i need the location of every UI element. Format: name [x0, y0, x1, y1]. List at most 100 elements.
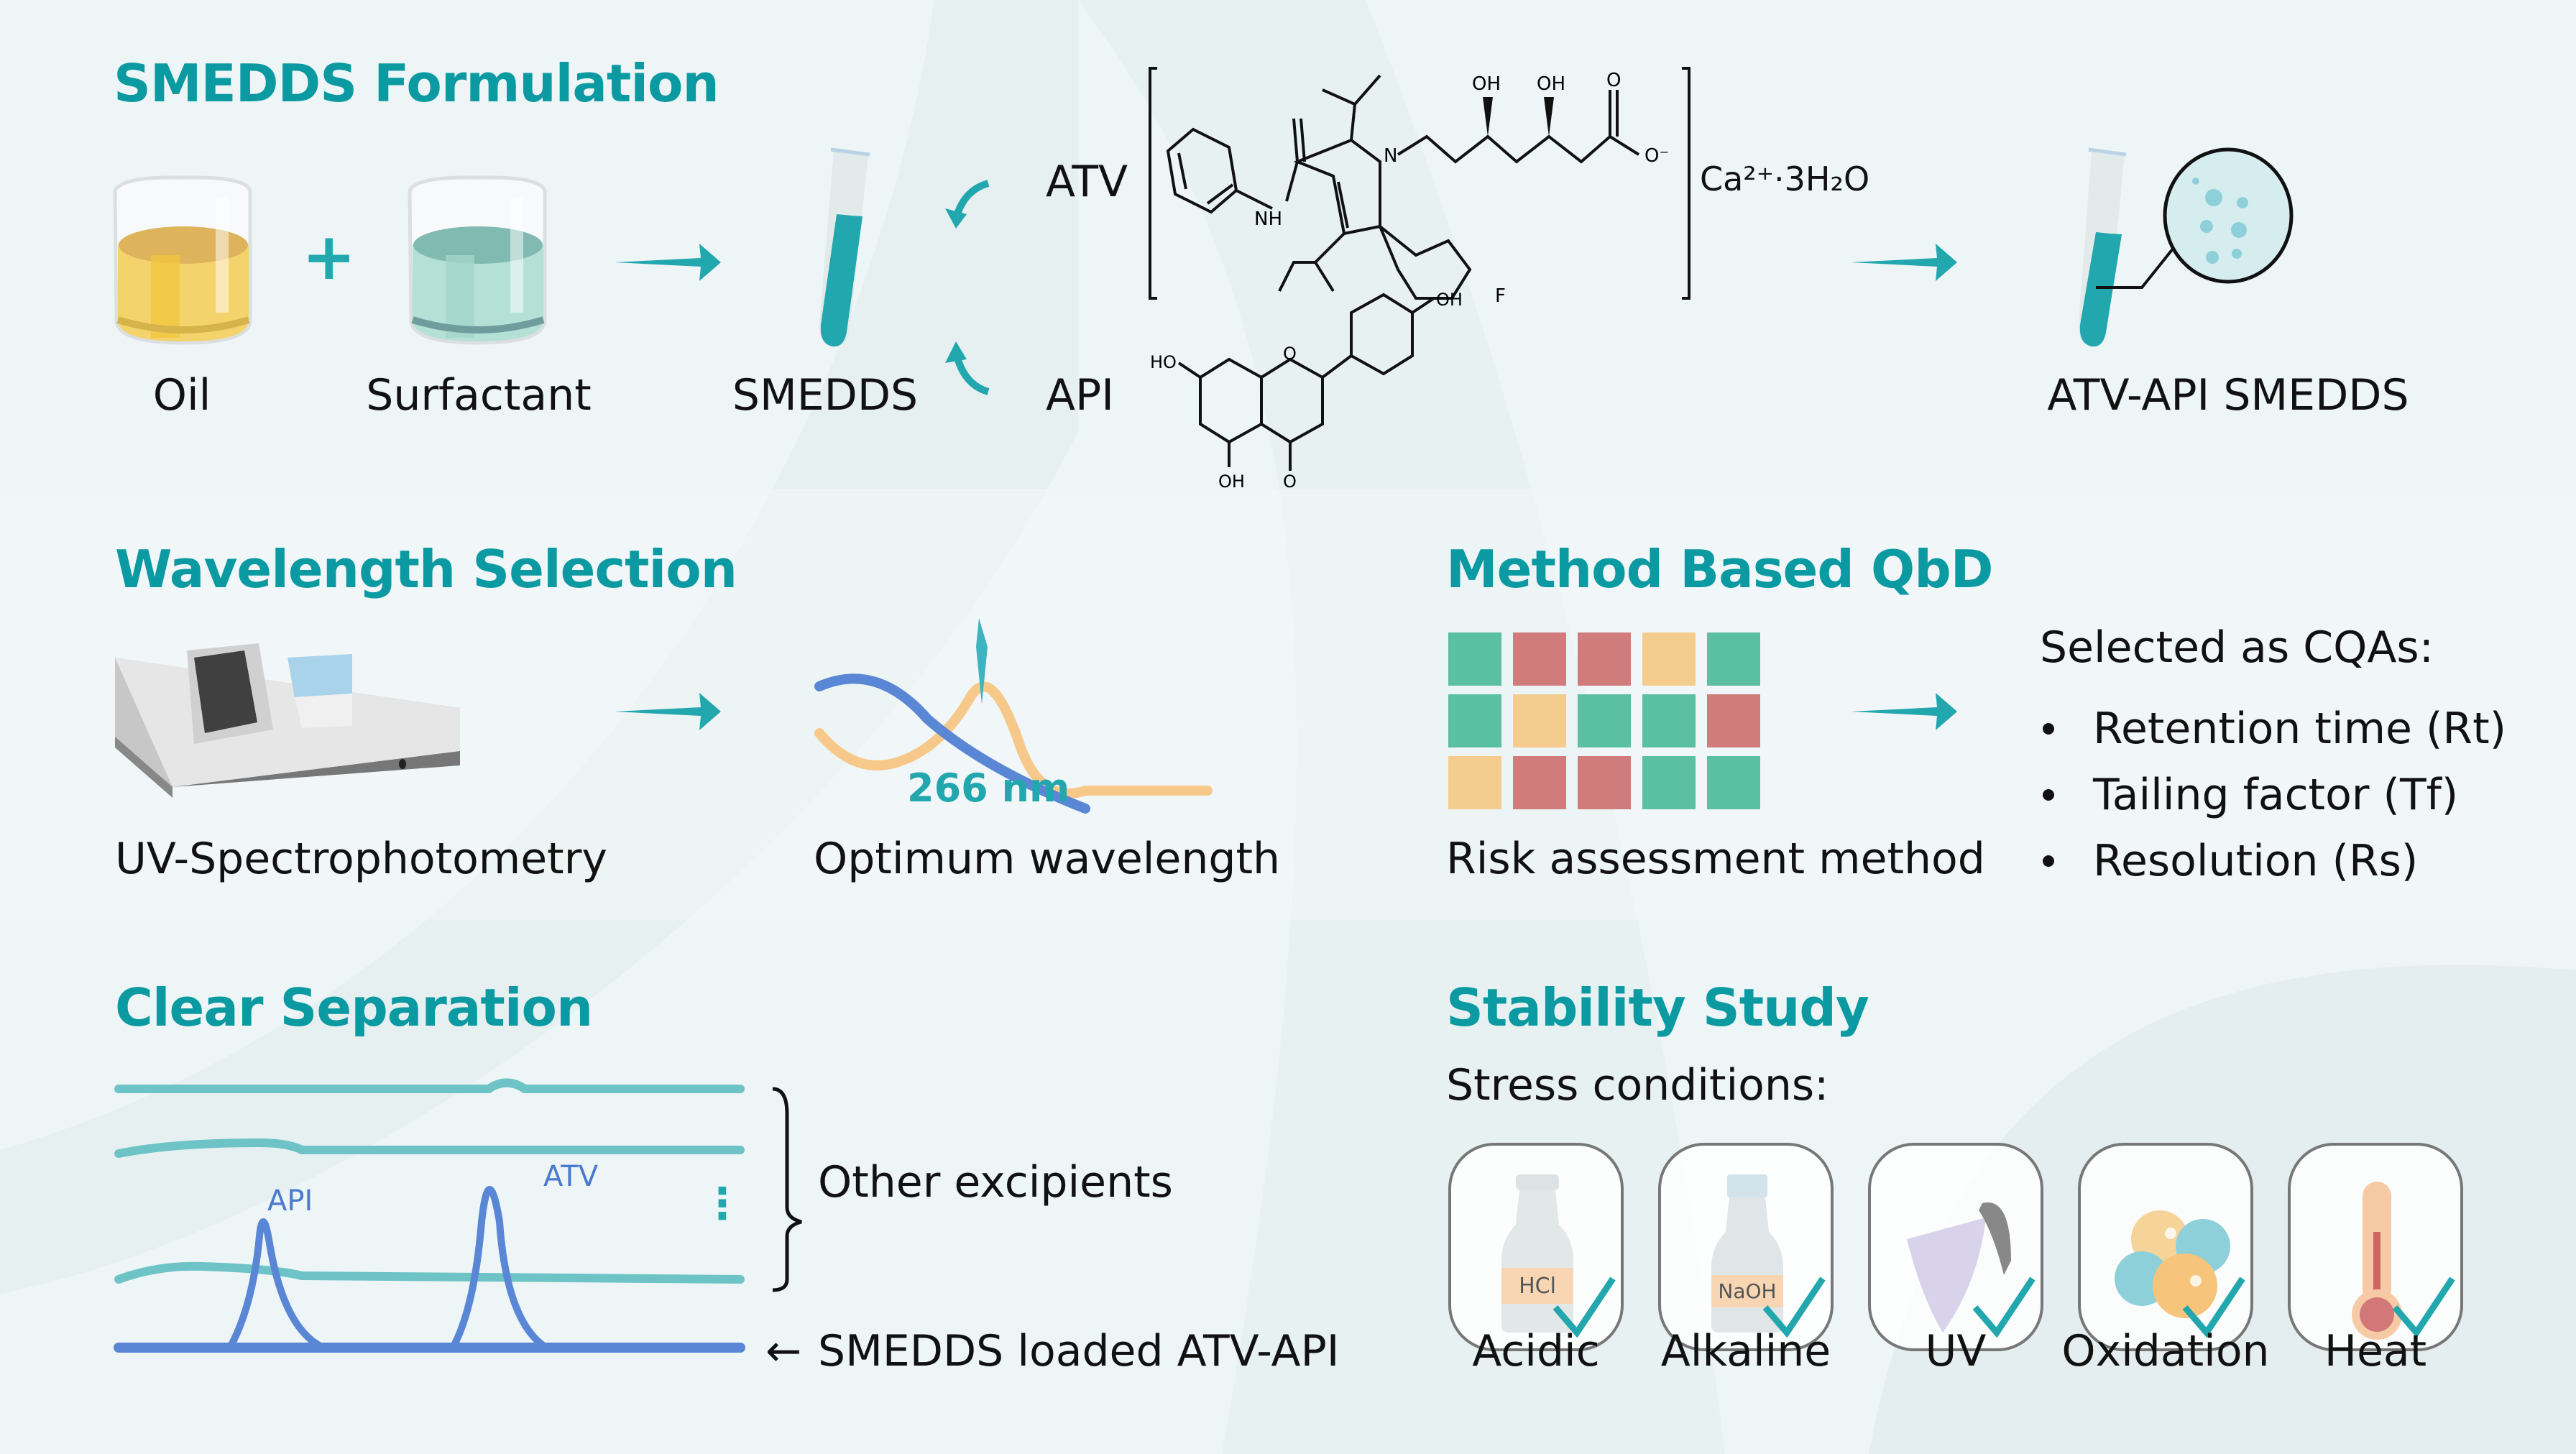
- ellipsis-icon: ⋮: [701, 1179, 744, 1229]
- excipient-trace-2: [114, 1138, 745, 1158]
- thermometer-icon: [2352, 1182, 2402, 1340]
- stability-title: Stability Study: [1446, 977, 1869, 1038]
- optimum-wavelength-label: Optimum wavelength: [814, 834, 1281, 884]
- api-atom-oh-bottom: OH: [1218, 471, 1245, 492]
- risk-cell-green: [1578, 694, 1631, 747]
- svg-text:NaOH: NaOH: [1718, 1279, 1776, 1303]
- absorbance-spectrum-icon: [814, 618, 1213, 814]
- stress-label-oxidation: Oxidation: [2061, 1326, 2270, 1376]
- uv-spectrophotometry-label: UV-Spectrophotometry: [115, 834, 607, 884]
- risk-cell-red: [1578, 756, 1631, 809]
- risk-cell-red: [1513, 632, 1566, 686]
- curved-arrow-api-icon: [945, 341, 990, 395]
- atv-atom-o: O: [1606, 70, 1621, 91]
- checkmark-icon: [1552, 1276, 1616, 1338]
- checkmark-icon: [1762, 1276, 1826, 1338]
- wavelength-title: Wavelength Selection: [115, 539, 737, 599]
- atv-atom-f: F: [1495, 285, 1506, 307]
- api-label: API: [1046, 370, 1114, 420]
- risk-cell-green: [1707, 632, 1760, 686]
- chromatogram: [114, 1078, 802, 1353]
- stress-label-uv: UV: [1925, 1326, 1987, 1376]
- stress-conditions-label: Stress conditions:: [1446, 1060, 1829, 1110]
- surfactant-beaker-icon: [408, 175, 547, 345]
- curved-arrow-atv-icon: [945, 180, 990, 229]
- plus-sign: +: [302, 219, 356, 295]
- stress-card-uv: [1868, 1143, 2043, 1351]
- qbd-title: Method Based QbD: [1446, 539, 1993, 599]
- oil-beaker-icon: [113, 175, 252, 345]
- atv-counterion: Ca²⁺·3H₂O: [1700, 160, 1870, 198]
- checkmark-icon: [2392, 1276, 2455, 1338]
- excipient-trace-3: [114, 1261, 745, 1284]
- smedds-label: SMEDDS: [732, 370, 919, 420]
- risk-cell-green: [1642, 756, 1696, 809]
- test-tube-icon: [819, 147, 870, 347]
- stress-label-alkaline: Alkaline: [1660, 1326, 1831, 1376]
- uv-spectrophotometer-icon: [115, 643, 460, 798]
- cqa-item: Tailing factor (Tf): [2043, 762, 2506, 828]
- excipient-trace-1: [114, 1078, 745, 1093]
- stress-card-alkaline: NaOH: [1658, 1143, 1834, 1351]
- alkaline-bottle-icon: NaOH: [1711, 1174, 1783, 1333]
- arrow-right-icon: [615, 244, 721, 281]
- risk-cell-red: [1513, 756, 1566, 809]
- atv-atom-n: N: [1384, 145, 1397, 167]
- checkmark-icon: [2182, 1276, 2245, 1338]
- cqa-heading: Selected as CQAs:: [2040, 622, 2434, 673]
- smedds-tube-magnified-icon: [2078, 147, 2294, 347]
- risk-cell-red: [1578, 632, 1631, 686]
- oxygen-molecules-icon: [2115, 1210, 2230, 1318]
- atv-atom-nh: NH: [1254, 208, 1282, 230]
- atv-peak-label: ATV: [543, 1160, 599, 1193]
- atv-structure: NH N OH OH O O⁻ F: [1149, 67, 1690, 307]
- arrow-right-icon: [1851, 693, 1957, 730]
- risk-cell-yellow: [1448, 756, 1501, 809]
- wavelength-value: 266 nm: [907, 765, 1070, 811]
- risk-cell-green: [1448, 694, 1501, 747]
- atv-atom-oh1: OH: [1472, 73, 1501, 95]
- stress-card-acidic: HCl: [1448, 1143, 1624, 1351]
- api-peak: [226, 1218, 326, 1351]
- risk-cell-green: [1707, 756, 1760, 809]
- api-atom-ho: HO: [1150, 352, 1177, 372]
- checkmark-icon: [1972, 1276, 2036, 1338]
- risk-cell-yellow: [1642, 632, 1696, 686]
- other-excipients-label: Other excipients: [818, 1157, 1173, 1207]
- atv-api-smedds-label: ATV-API SMEDDS: [2047, 370, 2409, 420]
- stress-label-acidic: Acidic: [1472, 1326, 1600, 1376]
- api-structure: HO O OH OH O: [1150, 290, 1463, 492]
- risk-cell-yellow: [1513, 694, 1566, 747]
- arrow-right-icon: [615, 693, 721, 730]
- separation-title: Clear Separation: [115, 977, 593, 1038]
- atv-label: ATV: [1046, 157, 1128, 207]
- bracket-icon: [772, 1087, 802, 1292]
- cqa-list: Retention time (Rt) Tailing factor (Tf) …: [2043, 696, 2506, 894]
- risk-cell-green: [1448, 632, 1501, 686]
- stress-label-heat: Heat: [2324, 1326, 2427, 1376]
- api-atom-o-ring: O: [1283, 344, 1297, 364]
- stress-card-oxidation: [2078, 1143, 2253, 1351]
- atv-atom-oh2: OH: [1537, 73, 1565, 95]
- bullet-icon: [2043, 855, 2054, 867]
- bullet-icon: [2043, 723, 2054, 735]
- risk-cell-red: [1707, 694, 1760, 747]
- oil-label: Oil: [152, 370, 211, 420]
- api-peak-label: API: [267, 1184, 313, 1218]
- uv-lamp-icon: [1907, 1202, 2011, 1333]
- arrow-right-icon: [1851, 244, 1957, 281]
- risk-cell-green: [1642, 694, 1696, 747]
- atv-atom-o-minus: O⁻: [1644, 145, 1669, 167]
- back-arrow-icon: ←: [765, 1326, 802, 1376]
- svg-text:HCl: HCl: [1519, 1274, 1556, 1299]
- risk-assessment-grid: [1448, 632, 1760, 809]
- cqa-item: Retention time (Rt): [2043, 696, 2506, 762]
- smedds-loaded-label: SMEDDS loaded ATV-API: [818, 1326, 1340, 1376]
- acid-bottle-icon: HCl: [1501, 1174, 1573, 1333]
- surfactant-label: Surfactant: [366, 370, 592, 420]
- formulation-title: SMEDDS Formulation: [114, 53, 719, 114]
- stress-card-heat: [2288, 1143, 2463, 1351]
- cqa-item: Resolution (Rs): [2043, 828, 2506, 894]
- bullet-icon: [2043, 789, 2054, 801]
- api-atom-oh-top: OH: [1436, 290, 1463, 310]
